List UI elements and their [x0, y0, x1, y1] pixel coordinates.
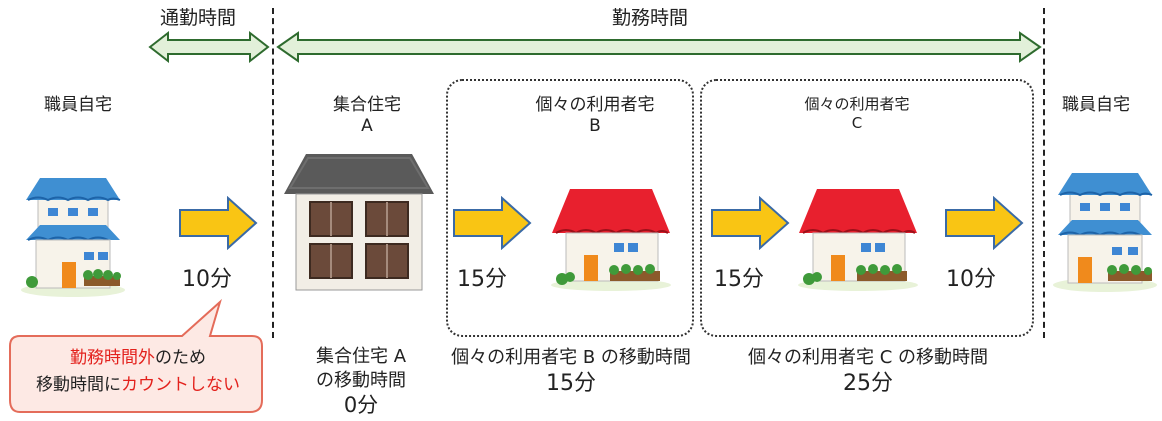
commute-label: 通勤時間: [160, 7, 237, 29]
right-arrow-icon: [453, 196, 532, 250]
staff-home-label-left: 職員自宅: [44, 95, 112, 115]
travel-time-a-to-b: 15分: [457, 267, 507, 292]
staff-home-label-right: 職員自宅: [1062, 95, 1130, 115]
summary-b: 個々の利用者宅 B の移動時間 15分: [451, 347, 691, 396]
travel-time-b-to-c: 15分: [714, 267, 764, 292]
apartment-icon: [284, 154, 434, 291]
summary-a: 集合住宅 A の移動時間 0分: [315, 346, 407, 417]
right-arrow-icon: [945, 196, 1024, 250]
callout-bubble: [9, 298, 263, 413]
staff-home-icon: [1053, 173, 1157, 292]
box-user-house-c: [700, 79, 1034, 337]
user-house-icon: [551, 189, 671, 291]
staff-home-icon: [21, 178, 125, 297]
callout-text: 勤務時間外のため 移動時間にカウントしない: [36, 348, 240, 395]
travel-time-home-to-a: 10分: [182, 267, 232, 292]
divider-right: [1043, 8, 1045, 338]
commute-double-arrow: [148, 30, 270, 64]
interval-arrows: [148, 30, 1042, 64]
work-double-arrow: [276, 31, 1042, 63]
user-house-b-label: 個々の利用者宅 B: [535, 95, 655, 137]
summary-c: 個々の利用者宅 C の移動時間 25分: [747, 347, 988, 396]
user-house-c-label: 個々の利用者宅 C: [804, 95, 910, 132]
right-arrow-icon: [179, 196, 258, 250]
apartment-a-label: 集合住宅 A: [333, 95, 401, 137]
travel-time-c-to-home: 10分: [946, 267, 996, 292]
work-label: 勤務時間: [612, 7, 689, 29]
right-arrow-icon: [711, 196, 790, 250]
box-user-house-b: [446, 79, 694, 337]
divider-left: [272, 8, 274, 338]
user-house-icon: [798, 189, 918, 291]
